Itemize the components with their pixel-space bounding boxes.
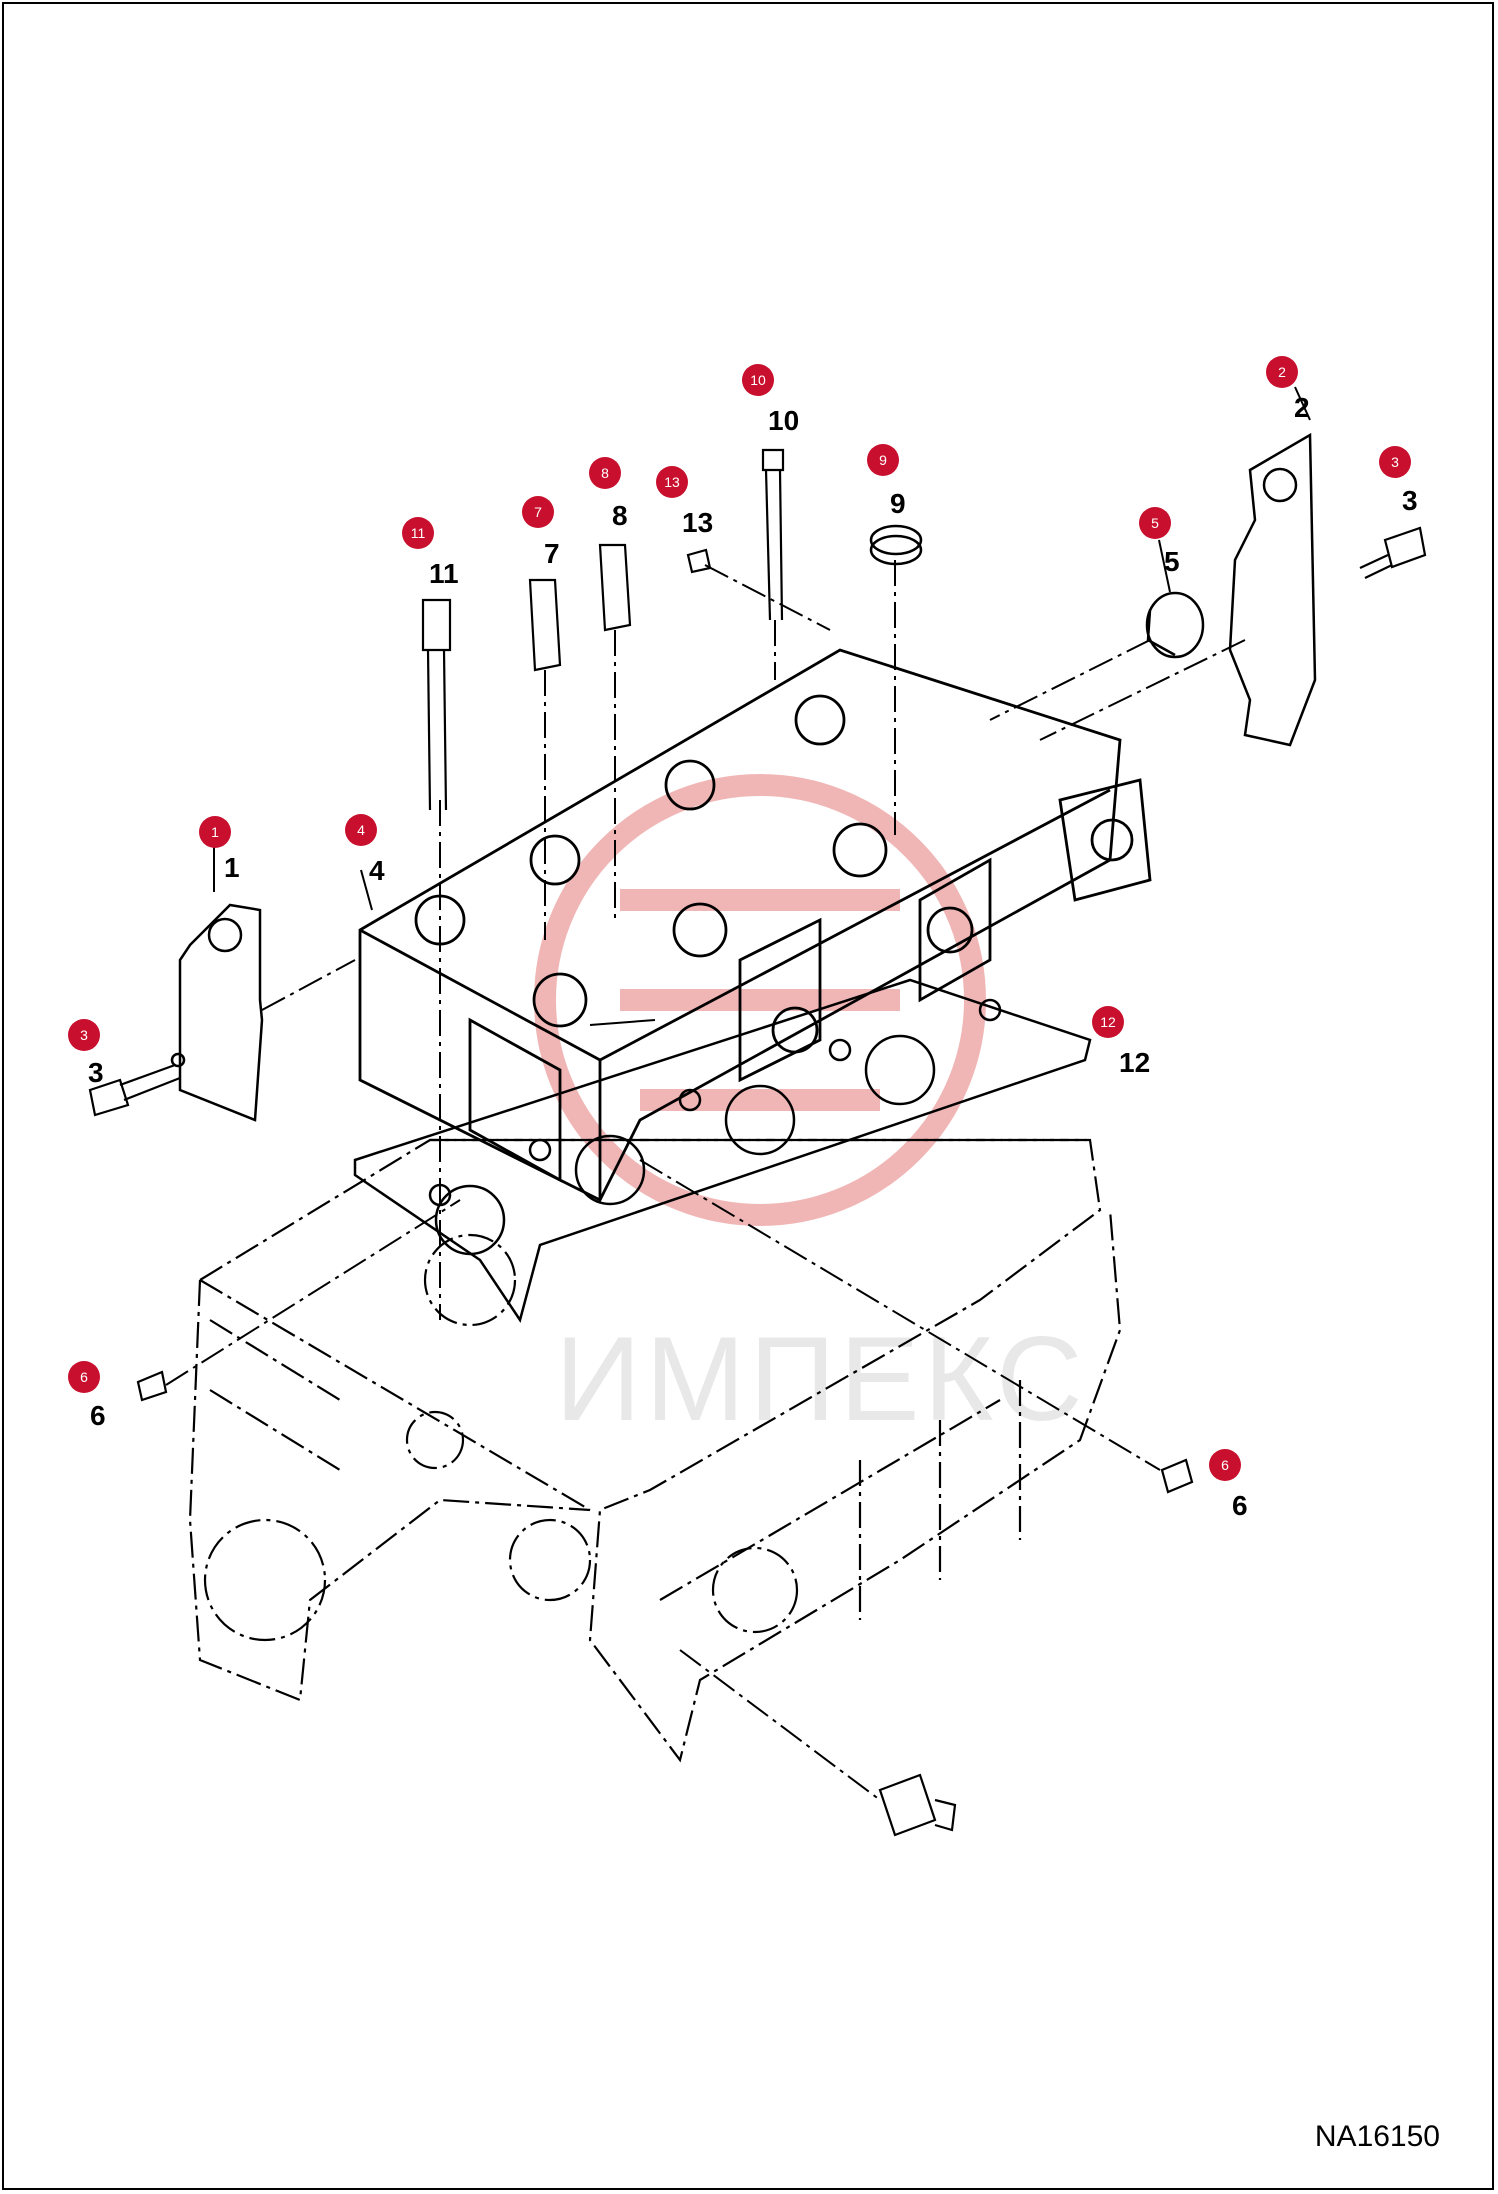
bolt-left <box>88 1063 181 1117</box>
dowel-pin <box>686 548 712 574</box>
callout-6-right[interactable]: 6 <box>1209 1449 1241 1481</box>
part-number-5: 5 <box>1164 546 1180 577</box>
callout-2-label: 2 <box>1278 364 1286 380</box>
callout-10-label: 10 <box>750 372 766 388</box>
callout-4-label: 4 <box>357 822 365 838</box>
cylinder-head <box>358 648 1152 1202</box>
watermark-text: ИМПЕКС <box>555 1312 1087 1446</box>
callout-6-left-label: 6 <box>80 1369 88 1385</box>
callout-13[interactable]: 13 <box>656 466 688 498</box>
callout-3-left[interactable]: 3 <box>68 1019 100 1051</box>
part-number-8: 8 <box>612 500 628 531</box>
callout-6-right-label: 6 <box>1221 1457 1229 1473</box>
callout-9-label: 9 <box>879 452 887 468</box>
callout-3-left-label: 3 <box>80 1027 88 1043</box>
figure-code: NA16150 <box>1314 2120 1440 2153</box>
part-number-11: 11 <box>429 558 459 589</box>
engine-block <box>188 1138 1122 1763</box>
bolt-right <box>1359 526 1427 579</box>
callout-6-left[interactable]: 6 <box>68 1361 100 1393</box>
callout-8[interactable]: 8 <box>589 457 621 489</box>
callout-ticks <box>213 386 1311 1026</box>
part-number-2: 2 <box>1294 392 1310 423</box>
callout-10[interactable]: 10 <box>742 364 774 396</box>
part-number-4: 4 <box>369 855 385 886</box>
set-screw-left <box>136 1370 168 1402</box>
callout-9[interactable]: 9 <box>867 444 899 476</box>
part-number-9: 9 <box>890 488 906 519</box>
callout-12-label: 12 <box>1100 1014 1116 1030</box>
bracket-right <box>1228 432 1317 747</box>
part-number-1: 1 <box>224 852 240 883</box>
callout-5-label: 5 <box>1151 515 1159 531</box>
callout-4[interactable]: 4 <box>345 814 377 846</box>
part-number-12: 12 <box>1119 1047 1151 1078</box>
part-number-6-right: 6 <box>1232 1490 1248 1521</box>
callout-5[interactable]: 5 <box>1139 507 1171 539</box>
valve-guides <box>528 543 632 672</box>
callout-1[interactable]: 1 <box>199 816 231 848</box>
bracket-left <box>170 903 264 1122</box>
part-number-13: 13 <box>682 507 714 538</box>
part-number-3-left: 3 <box>88 1057 104 1088</box>
part-number-6-left: 6 <box>90 1400 106 1431</box>
callout-3-right-label: 3 <box>1391 454 1399 470</box>
callout-3-right[interactable]: 3 <box>1379 446 1411 478</box>
callout-7-label: 7 <box>534 504 542 520</box>
plug <box>1145 591 1205 659</box>
callout-2[interactable]: 2 <box>1266 356 1298 388</box>
callout-11[interactable]: 11 <box>402 517 434 549</box>
leader-lines <box>165 560 1246 1801</box>
callout-7[interactable]: 7 <box>522 496 554 528</box>
watermark-emblem <box>534 774 986 1226</box>
callout-1-label: 1 <box>211 824 219 840</box>
head-bolts <box>421 448 785 811</box>
callout-13-label: 13 <box>664 474 680 490</box>
callout-11-label: 11 <box>410 525 426 541</box>
part-number-7: 7 <box>544 538 560 569</box>
callout-12[interactable]: 12 <box>1092 1006 1124 1038</box>
part-number-3-right: 3 <box>1402 485 1418 516</box>
pressure-sensor <box>878 1773 957 1837</box>
seal-ring <box>869 524 923 566</box>
set-screw-right <box>1160 1458 1194 1494</box>
part-number-10: 10 <box>768 405 800 436</box>
callout-8-label: 8 <box>601 465 609 481</box>
